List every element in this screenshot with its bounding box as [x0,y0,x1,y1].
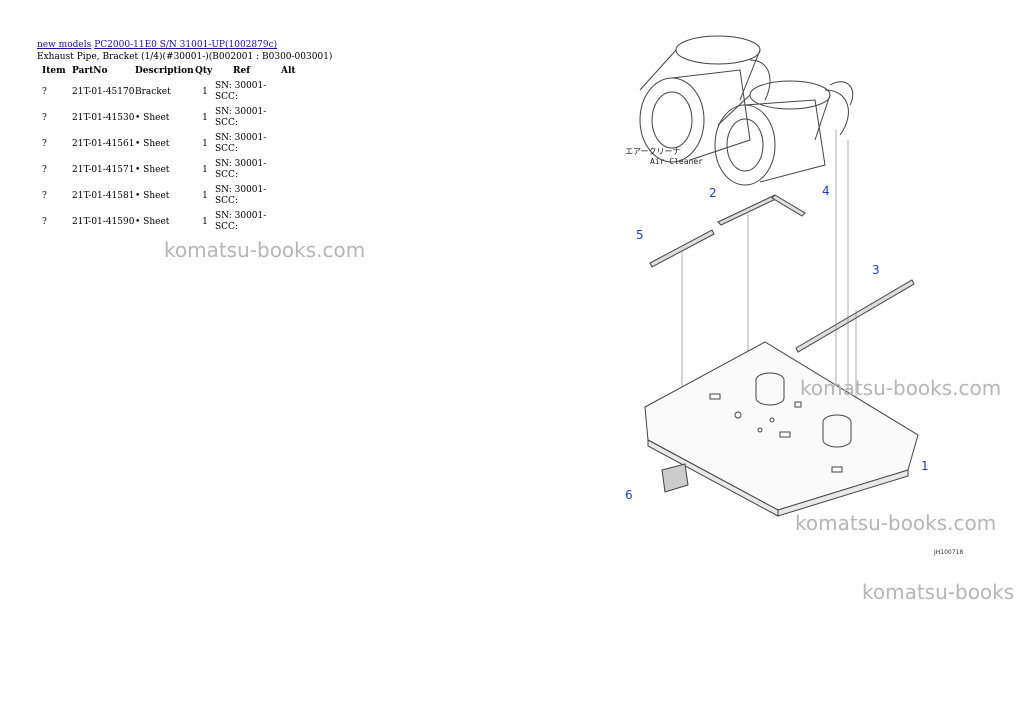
cell-ref: SN: 30001-SCC: [215,81,267,102]
header-ref: Ref [233,66,251,76]
header-alt: Alt [281,66,296,76]
sheet-part-5 [649,229,715,268]
cell-description: • Sheet [135,191,170,201]
table-row: ? 21T-01-41590 • Sheet 1 SN: 30001-SCC: [37,209,301,235]
cell-partno: 21T-01-41590 [72,217,135,227]
callout-5: 5 [636,228,644,242]
cell-alt [281,131,301,157]
parts-diagram: エアークリーナ Air Cleaner 1 2 3 4 [625,35,963,556]
leader-lines [681,130,857,420]
cell-item: ? [42,165,47,175]
cell-partno: 21T-01-41530 [72,113,135,123]
cell-item: ? [42,217,47,227]
breadcrumb-link-new-models[interactable]: new models [37,40,92,50]
cell-item: ? [42,191,47,201]
watermark: komatsu-books.com [164,238,366,262]
cell-qty: 1 [202,165,208,175]
cell-description: • Sheet [135,217,170,227]
cell-ref: SN: 30001-SCC: [215,107,267,128]
header-qty: Qty [195,66,213,76]
sheet-part-6 [661,463,689,493]
cell-description: • Sheet [135,113,170,123]
table-header-row: Item PartNo Description Qty Ref Alt [37,66,301,79]
cell-partno: 21T-01-41561 [72,139,135,149]
cell-item: ? [42,87,47,97]
cell-qty: 1 [202,191,208,201]
cell-alt [281,157,301,183]
table-row: ? 21T-01-45170 Bracket 1 SN: 30001-SCC: [37,79,301,105]
cell-ref: SN: 30001-SCC: [215,185,267,206]
cell-alt [281,105,301,131]
sheet-part-3 [795,279,915,353]
cell-description: Bracket [135,87,171,97]
cell-partno: 21T-01-41581 [72,191,135,201]
cell-alt [281,183,301,209]
air-cleaner-front [714,80,854,186]
table-row: ? 21T-01-41581 • Sheet 1 SN: 30001-SCC: [37,183,301,209]
sheet-part-2-4 [717,194,806,226]
callout-6: 6 [625,488,633,502]
cell-qty: 1 [202,113,208,123]
page-title: Exhaust Pipe, Bracket (1/4)(#30001-)(B00… [37,52,333,62]
callout-4: 4 [822,184,830,198]
cell-qty: 1 [202,87,208,97]
parts-table: Item PartNo Description Qty Ref Alt ? 21… [37,66,301,235]
cell-alt [281,209,301,235]
air-cleaner-label: Air Cleaner [650,157,703,166]
cell-qty: 1 [202,217,208,227]
callout-1: 1 [921,459,929,473]
header-partno: PartNo [72,66,108,76]
cell-ref: SN: 30001-SCC: [215,159,267,180]
callout-3: 3 [872,263,880,277]
cell-description: • Sheet [135,139,170,149]
cell-ref: SN: 30001-SCC: [215,211,267,232]
cell-ref: SN: 30001-SCC: [215,133,267,154]
table-row: ? 21T-01-41561 • Sheet 1 SN: 30001-SCC: [37,131,301,157]
cell-partno: 21T-01-45170 [72,87,135,97]
cell-qty: 1 [202,139,208,149]
cell-alt [281,79,301,105]
watermark: komatsu-books.com [795,511,997,535]
cell-description: • Sheet [135,165,170,175]
base-plate [644,341,919,517]
diagram-code: JH100718 [933,549,963,556]
breadcrumb-link-model[interactable]: PC2000-11E0 S/N 31001-UP(1002879c) [94,40,278,50]
cell-partno: 21T-01-41571 [72,165,135,175]
watermark: komatsu-books [862,580,1015,604]
table-row: ? 21T-01-41530 • Sheet 1 SN: 30001-SCC: [37,105,301,131]
table-row: ? 21T-01-41571 • Sheet 1 SN: 30001-SCC: [37,157,301,183]
cell-item: ? [42,139,47,149]
air-cleaner-back [639,35,771,163]
header-description: Description [135,66,194,76]
callout-2: 2 [709,186,717,200]
air-cleaner-jp-label: エアークリーナ [625,147,681,156]
callout-labels: 1 2 3 4 5 6 [625,184,929,502]
header-item: Item [42,66,66,76]
watermark: komatsu-books.com [800,376,1002,400]
cell-item: ? [42,113,47,123]
